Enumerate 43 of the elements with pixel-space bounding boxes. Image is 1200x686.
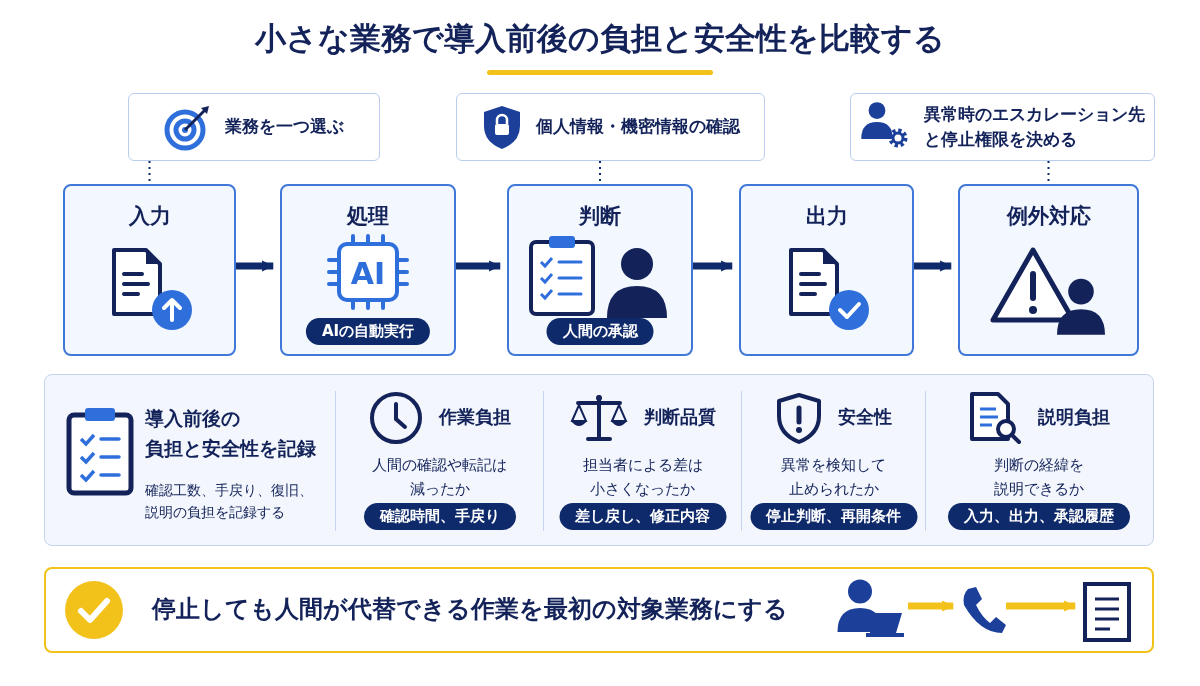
arrow bbox=[914, 260, 952, 272]
column-heading: 説明負担 bbox=[1038, 405, 1110, 429]
status-badge: 人間の承認 bbox=[546, 318, 654, 345]
arrow bbox=[236, 260, 274, 272]
status-badge: 差し戻し、修正内容 bbox=[559, 503, 726, 530]
conclusion-banner bbox=[44, 567, 1154, 653]
step-title: 出力 bbox=[804, 203, 849, 230]
callout-box bbox=[850, 93, 1155, 161]
column-text: 担当者による差は小さくなったか bbox=[581, 455, 704, 500]
column-text: 人間の確認や転記は減ったか bbox=[371, 455, 508, 500]
step-box bbox=[958, 184, 1139, 356]
step-title: 例外対応 bbox=[1005, 203, 1092, 230]
arrow bbox=[693, 260, 733, 272]
column-text: 判断の経緯を説明できるか bbox=[992, 455, 1085, 500]
status-badge: AIの自動実行 bbox=[305, 318, 431, 345]
column-heading: 判断品質 bbox=[644, 405, 716, 429]
step-box bbox=[63, 184, 236, 356]
panel-heading: 導入前後の負担と安全性を記録 bbox=[145, 406, 316, 462]
summary-panel bbox=[44, 374, 1154, 546]
callout-text: 異常時のエスカレーション先と停止権限を決める bbox=[924, 102, 1145, 151]
chip-label: AI bbox=[350, 256, 386, 291]
conclusion-text: 停止しても人間が代替できる作業を最初の対象業務にする bbox=[152, 594, 788, 625]
step-box bbox=[739, 184, 914, 356]
callout-text: 業務を一つ選ぶ bbox=[224, 115, 344, 139]
status-badge: 確認時間、手戻り bbox=[363, 503, 516, 530]
callout-text: 個人情報・機密情報の確認 bbox=[535, 115, 740, 139]
column-heading: 作業負担 bbox=[439, 405, 511, 429]
step-title: 処理 bbox=[345, 203, 390, 230]
panel-note: 確認工数、手戻り、復旧、説明の負担を記録する bbox=[145, 481, 313, 523]
step-title: 判断 bbox=[578, 203, 622, 230]
status-badge: 停止判断、再開条件 bbox=[750, 503, 917, 530]
step-title: 入力 bbox=[127, 203, 172, 230]
arrow bbox=[1006, 600, 1076, 612]
column-heading: 安全性 bbox=[838, 405, 892, 429]
document-icon bbox=[1082, 581, 1132, 643]
page-title: 小さな業務で導入前後の負担と安全性を比較する bbox=[253, 19, 946, 58]
step-box bbox=[507, 184, 693, 356]
status-badge: 入力、出力、承認履歴 bbox=[947, 503, 1130, 530]
step-box bbox=[280, 184, 456, 356]
callout-box bbox=[128, 93, 380, 161]
callout-box bbox=[456, 93, 765, 161]
arrow bbox=[456, 260, 501, 272]
column-text: 異常を検知して止められたか bbox=[780, 455, 887, 500]
